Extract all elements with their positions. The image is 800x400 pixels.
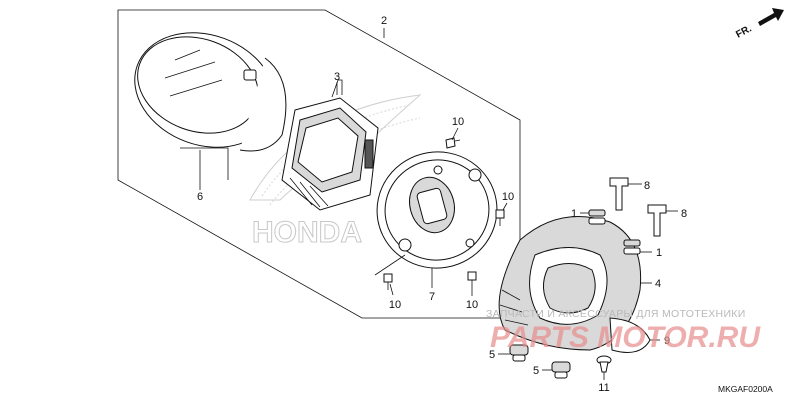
bolt-8-upper [609, 177, 629, 211]
callout-8-lower: 8 [681, 208, 687, 220]
rubber-1-upper [588, 209, 606, 225]
leader-10-top [451, 127, 459, 141]
front-arrow-icon [758, 8, 784, 26]
meter-case [376, 151, 498, 269]
clip-11 [596, 355, 612, 373]
callout-5-upper: 5 [489, 349, 495, 361]
callout-5-lower: 5 [533, 365, 539, 377]
lens-ring [134, 32, 287, 152]
leader-6 [180, 147, 229, 190]
outer-cover [498, 216, 651, 353]
callout-10-right: 10 [502, 191, 514, 203]
callout-1-lower: 1 [656, 247, 662, 259]
callout-8-upper: 8 [644, 180, 650, 192]
callout-9: 9 [664, 335, 670, 347]
leader-10-right [502, 202, 508, 211]
diagram-code: MKGAF0200A [718, 384, 773, 394]
watermark-text: ЗАПЧАСТИ И АКСЕССУАРЫ ДЛЯ МОТОТЕХНИКИ [486, 308, 746, 320]
callout-2: 2 [381, 15, 387, 27]
grommet-5-upper [509, 344, 529, 362]
bolt-8-lower [647, 204, 667, 237]
callout-1-upper: 1 [571, 208, 577, 220]
callout-10-bottom-left: 10 [389, 299, 401, 311]
leader-10-bottom-left [374, 254, 406, 296]
background-brand-text: HONDA [252, 216, 362, 249]
wing-dots-2 [269, 117, 421, 206]
callout-6: 6 [197, 191, 203, 203]
callout-3: 3 [334, 71, 340, 83]
callout-7: 7 [429, 291, 435, 303]
watermark-logo: PARTS MOTOR.RU [490, 321, 761, 354]
screw-10-bottom-right [467, 271, 477, 288]
callout-4: 4 [655, 278, 661, 290]
display-module [281, 79, 379, 211]
screw-10-right [495, 209, 505, 226]
front-direction-label: FR. [734, 23, 754, 40]
screw-10-bottom-left [383, 273, 393, 290]
screw-10-top [445, 137, 461, 149]
callout-10-top: 10 [452, 116, 464, 128]
callout-10-bottom-right: 10 [466, 299, 478, 311]
callout-11: 11 [598, 382, 609, 394]
rubber-1-lower [623, 239, 641, 255]
front-direction-indicator: FR. [734, 8, 784, 41]
grommet-5-lower [551, 361, 571, 379]
